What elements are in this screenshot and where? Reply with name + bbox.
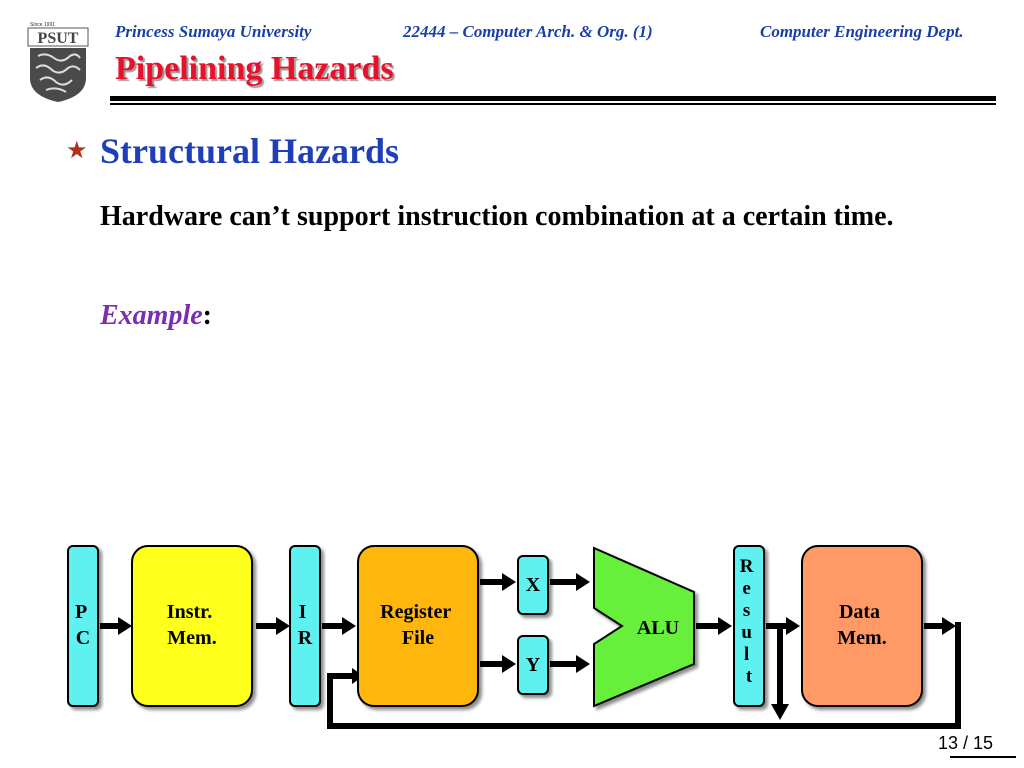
alu-unit [593,546,695,708]
star-bullet-icon: ★ [66,138,88,164]
ir-label-2: R [298,627,313,649]
ir-label-1: I [299,601,307,623]
logo-since: Since 1991 [30,22,55,28]
result-letter-6: t [746,666,753,687]
pc-register [67,545,99,707]
result-letter-5: l [744,644,749,665]
example-label: Example: [100,300,212,332]
header-course: 22444 – Computer Arch. & Org. (1) [403,22,653,41]
pipeline-diagram: P C Instr. Mem. I R Register File X Y AL… [67,545,961,729]
pc-label-1: P [75,601,87,623]
x-label: X [526,574,541,596]
result-register [733,545,765,707]
bullet-heading: Structural Hazards [100,131,399,171]
result-letter-2: e [742,578,750,599]
svg-text:R e s u l: R e s u l t [740,556,758,687]
regfile-label-2: File [402,627,434,649]
logo-text: PSUT [38,30,79,47]
example-colon: : [202,300,212,331]
svg-text:Register File: Register File [380,601,456,649]
imem-label-2: Mem. [167,627,216,649]
register-file [357,545,479,707]
alu-label: ALU [637,617,679,639]
title-rule [110,96,996,101]
pc-label-2: C [76,627,90,649]
ir-register [289,545,321,707]
y-register [517,635,549,695]
feedback-path [327,622,961,729]
slide-title: Pipelining Hazards [115,50,394,87]
dmem-label-1: Data [839,601,880,623]
svg-text:I R: I R [298,601,313,649]
header-department: Computer Engineering Dept. [760,22,964,41]
svg-text:P C: P C [75,601,91,649]
header-university: Princess Sumaya University [115,22,312,41]
dmem-label-2: Mem. [837,627,886,649]
svg-text:Instr. Mem.: Instr. Mem. [167,601,217,649]
psut-logo: Since 1991 PSUT [27,22,89,102]
result-letter-1: R [740,556,754,577]
result-letter-3: s [743,600,750,621]
regfile-label-1: Register [380,601,451,623]
hazard-description: Hardware can’t support instruction combi… [100,201,894,232]
svg-text:Data Mem.: Data Mem. [837,601,886,649]
data-memory [801,545,923,707]
y-label: Y [526,654,541,676]
result-letter-4: u [741,622,752,643]
x-register [517,555,549,615]
example-word: Example [100,300,203,331]
title-rule-thin [110,103,996,105]
instruction-memory [131,545,253,707]
imem-label-1: Instr. [167,601,212,623]
page-number: 13 / 15 [938,733,994,753]
page-number-underline [950,756,1016,758]
